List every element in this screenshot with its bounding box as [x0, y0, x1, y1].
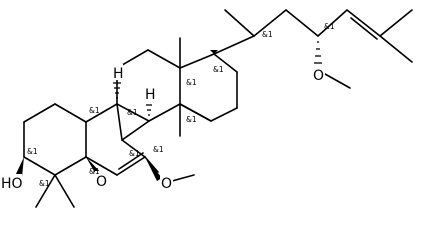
stereo-descriptor: &1: [186, 115, 197, 124]
stereo-descriptor: &1: [262, 30, 273, 39]
bond: [54, 156, 87, 176]
atom-label-o-methoxy-ring: O: [161, 176, 172, 192]
skeleton-bonds: [23, 9, 413, 208]
bond: [346, 9, 381, 37]
bond: [85, 103, 118, 123]
bond: [116, 103, 123, 141]
atom-labels: HO O O O H H: [0, 64, 325, 192]
bond: [350, 17, 378, 40]
bond: [116, 156, 146, 176]
bond: [147, 49, 181, 69]
stereo-descriptor: &1: [129, 149, 140, 158]
atom-label-h-c8: H: [145, 87, 156, 103]
bond: [54, 174, 75, 208]
bond: [324, 73, 351, 89]
bond-wedge: [15, 157, 24, 177]
stereo-bonds: [15, 41, 322, 181]
stereo-descriptor: &1: [89, 106, 100, 115]
bond-wedge: [210, 50, 218, 54]
stereo-descriptor: &1: [153, 145, 164, 154]
bond: [54, 103, 87, 123]
stereo-descriptor: &1: [27, 147, 38, 156]
stereo-descriptor: &1: [186, 78, 197, 87]
bond: [253, 9, 287, 37]
atom-label-ho: HO: [1, 176, 23, 192]
bond: [213, 53, 238, 73]
stereo-descriptor: &1: [213, 65, 224, 74]
bond: [210, 107, 238, 122]
stereo-descriptor: &1: [324, 22, 335, 31]
bond: [118, 152, 144, 170]
bond: [179, 53, 215, 69]
bond: [121, 139, 146, 158]
stereo-descriptor: &1: [127, 108, 138, 117]
bond: [379, 35, 413, 63]
bond: [285, 9, 319, 37]
stereo-descriptor: &1: [39, 179, 50, 188]
bond: [213, 35, 255, 55]
bond: [179, 103, 212, 122]
bond: [171, 174, 195, 182]
bond: [23, 156, 56, 176]
bond: [85, 156, 118, 176]
bond-wedge: [145, 157, 162, 181]
bond: [23, 103, 56, 123]
bond: [224, 9, 255, 37]
atom-label-o-bridge: O: [96, 174, 107, 190]
bond: [148, 103, 181, 122]
bond: [144, 156, 159, 173]
bond: [116, 103, 150, 122]
bond-hash: [314, 41, 322, 64]
stereo-descriptor: &1: [89, 167, 100, 176]
bond: [121, 120, 150, 141]
stereo-descriptors: &1 &1 &1 &1 &1 &1 &1 &1 &1 &1 &1 &1: [27, 22, 335, 188]
bond: [317, 9, 348, 37]
bond-hash: [113, 82, 121, 99]
bond: [35, 174, 56, 208]
atom-label-o-methoxy-chain: O: [313, 68, 324, 84]
atom-label-h-c10: H: [113, 66, 124, 82]
bond: [379, 9, 413, 37]
